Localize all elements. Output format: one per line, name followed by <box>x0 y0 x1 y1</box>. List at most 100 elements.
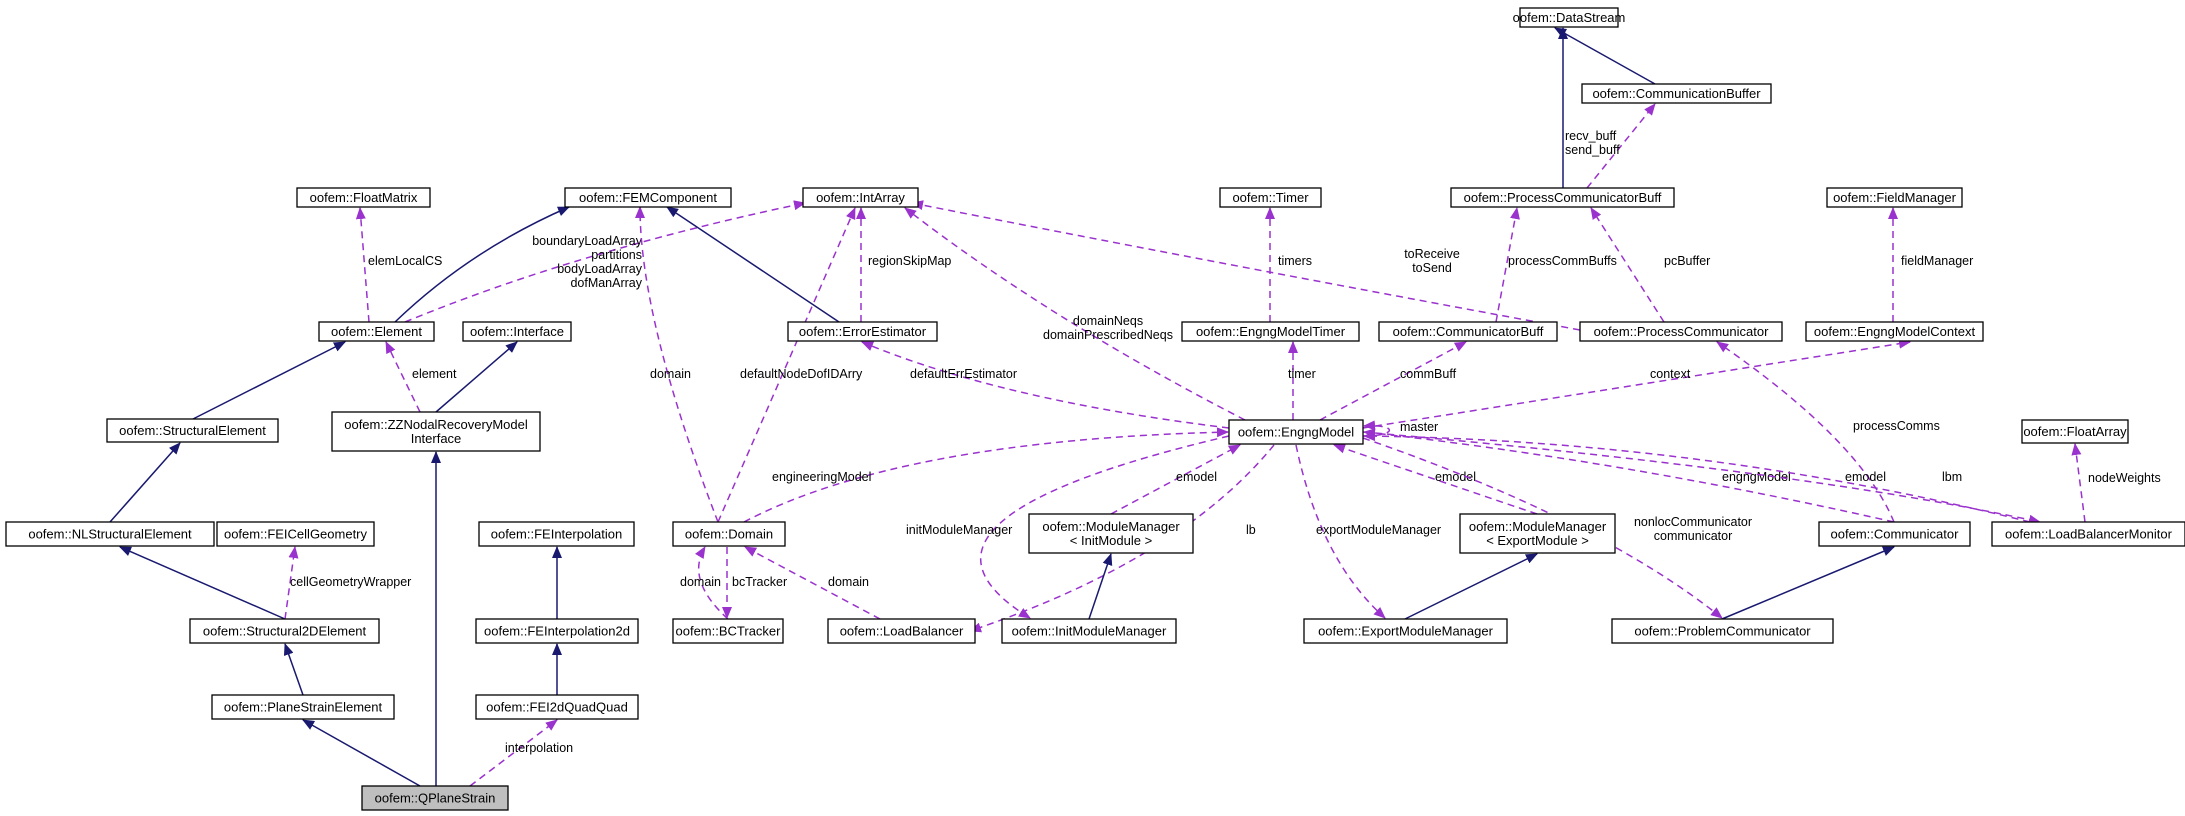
class-node-floatmatrix[interactable]: oofem::FloatMatrix <box>296 187 431 208</box>
class-node-box[interactable] <box>361 785 509 811</box>
edge-label-line: timer <box>1288 367 1316 381</box>
class-node-label: oofem::FEICellGeometry <box>224 527 368 542</box>
class-node-engngmodel[interactable]: oofem::EngngModel <box>1228 419 1364 445</box>
edge-label-line: master <box>1400 420 1438 434</box>
class-node-lbmonitor[interactable]: oofem::LoadBalancerMonitor <box>1991 521 2185 547</box>
class-node-box[interactable] <box>462 321 572 342</box>
class-node-box[interactable] <box>1519 7 1619 28</box>
edge-label-line: recv_buff <box>1565 129 1617 143</box>
class-node-pcbuff[interactable]: oofem::ProcessCommunicatorBuff <box>1450 187 1675 208</box>
class-node-box[interactable] <box>478 521 635 547</box>
class-node-fieldmanager[interactable]: oofem::FieldManager <box>1826 187 1963 208</box>
class-node-box[interactable] <box>1303 618 1508 644</box>
class-node-box[interactable] <box>1459 513 1616 554</box>
class-node-mmexport[interactable]: oofem::ModuleManager< ExportModule > <box>1459 513 1616 554</box>
class-node-label: oofem::ModuleManager <box>1042 519 1180 534</box>
class-node-proccomm[interactable]: oofem::ProcessCommunicator <box>1579 321 1783 342</box>
class-node-exportmm[interactable]: oofem::ExportModuleManager <box>1303 618 1508 644</box>
class-node-box[interactable] <box>1579 321 1783 342</box>
class-node-box[interactable] <box>331 411 541 452</box>
class-node-intarray[interactable]: oofem::IntArray <box>802 187 919 208</box>
usage-edge-qplanestrain-to-fei2dquad <box>469 719 558 787</box>
class-node-element[interactable]: oofem::Element <box>318 321 435 342</box>
edge-label-engngmodel-to-engngmodelcontext: context <box>1650 367 1691 381</box>
inheritance-edge-structuralelement-to-element <box>192 341 346 420</box>
usage-edge-engngmodel-to-engngmodelcontext <box>1362 338 1911 429</box>
class-node-commbuffer[interactable]: oofem::CommunicationBuffer <box>1581 83 1772 104</box>
class-node-structural2d[interactable]: oofem::Structural2DElement <box>189 618 380 644</box>
edge-label-lbmonitor-to-floatarray: nodeWeights <box>2088 471 2161 485</box>
class-node-box[interactable] <box>787 321 938 342</box>
class-node-box[interactable] <box>1991 521 2185 547</box>
class-node-feinterp2d[interactable]: oofem::FEInterpolation2d <box>475 618 639 644</box>
usage-edge-domain-to-intarray <box>717 207 856 523</box>
class-node-box[interactable] <box>827 618 976 644</box>
class-node-errorestimator[interactable]: oofem::ErrorEstimator <box>787 321 938 342</box>
class-node-box[interactable] <box>672 618 784 644</box>
class-node-box[interactable] <box>5 521 215 547</box>
class-node-box[interactable] <box>106 418 279 443</box>
class-node-box[interactable] <box>475 618 639 644</box>
class-node-box[interactable] <box>672 521 786 547</box>
class-node-feinterpolation[interactable]: oofem::FEInterpolation <box>478 521 635 547</box>
class-node-box[interactable] <box>1581 83 1772 104</box>
class-node-structuralelement[interactable]: oofem::StructuralElement <box>106 418 279 443</box>
edge-label-domain-to-bctracker: bcTracker <box>732 575 787 589</box>
class-node-bctracker[interactable]: oofem::BCTracker <box>672 618 784 644</box>
class-node-loadbalancer[interactable]: oofem::LoadBalancer <box>827 618 976 644</box>
edge-label-line: domain <box>680 575 721 589</box>
class-node-box[interactable] <box>475 694 639 720</box>
class-node-label: oofem::ModuleManager <box>1469 519 1607 534</box>
class-node-box[interactable] <box>1028 513 1194 554</box>
class-node-femcomponent[interactable]: oofem::FEMComponent <box>564 187 732 208</box>
class-node-commbuff[interactable]: oofem::CommunicatorBuff <box>1378 321 1558 342</box>
class-node-fei2dquad[interactable]: oofem::FEI2dQuadQuad <box>475 694 639 720</box>
class-node-communicator[interactable]: oofem::Communicator <box>1818 521 1971 547</box>
class-node-box[interactable] <box>564 187 732 208</box>
class-node-box[interactable] <box>318 321 435 342</box>
inheritance-edge-commbuffer-to-datastream <box>1554 27 1656 85</box>
class-node-datastream[interactable]: oofem::DataStream <box>1513 7 1626 28</box>
class-node-box[interactable] <box>1805 321 1984 342</box>
class-node-label: oofem::Element <box>331 324 422 339</box>
class-node-label: oofem::Timer <box>1232 190 1309 205</box>
class-node-interface[interactable]: oofem::Interface <box>462 321 572 342</box>
class-node-feicellgeom[interactable]: oofem::FEICellGeometry <box>216 521 375 547</box>
edge-label-line: regionSkipMap <box>868 254 951 268</box>
class-node-timer[interactable]: oofem::Timer <box>1219 187 1322 208</box>
class-node-label: oofem::EngngModel <box>1238 425 1354 440</box>
class-node-engngmodelcontext[interactable]: oofem::EngngModelContext <box>1805 321 1984 342</box>
class-node-box[interactable] <box>802 187 919 208</box>
class-node-box[interactable] <box>1378 321 1558 342</box>
class-node-box[interactable] <box>189 618 380 644</box>
class-node-initmm[interactable]: oofem::InitModuleManager <box>1001 618 1177 644</box>
edge-label-loadbalancer-to-domain: domain <box>828 575 869 589</box>
inheritance-edge-problemcomm-to-communicator <box>1721 546 1895 620</box>
class-node-box[interactable] <box>1001 618 1177 644</box>
class-node-box[interactable] <box>1818 521 1971 547</box>
class-node-qplanestrain[interactable]: oofem::QPlaneStrain <box>361 785 509 811</box>
class-node-box[interactable] <box>2021 419 2129 444</box>
class-node-box[interactable] <box>216 521 375 547</box>
class-node-problemcomm[interactable]: oofem::ProblemCommunicator <box>1611 618 1834 644</box>
class-node-box[interactable] <box>1611 618 1834 644</box>
class-node-box[interactable] <box>296 187 431 208</box>
class-node-box[interactable] <box>1826 187 1963 208</box>
class-node-planestrain[interactable]: oofem::PlaneStrainElement <box>211 694 395 720</box>
class-node-label: oofem::FEI2dQuadQuad <box>486 700 628 715</box>
class-node-floatarray[interactable]: oofem::FloatArray <box>2021 419 2129 444</box>
class-node-label: oofem::FEInterpolation <box>491 527 623 542</box>
class-node-domain[interactable]: oofem::Domain <box>672 521 786 547</box>
class-node-box[interactable] <box>1450 187 1675 208</box>
class-node-mminit[interactable]: oofem::ModuleManager< InitModule > <box>1028 513 1194 554</box>
class-node-engngmodeltimer[interactable]: oofem::EngngModelTimer <box>1181 321 1360 342</box>
class-node-label: oofem::CommunicatorBuff <box>1393 324 1544 339</box>
class-node-box[interactable] <box>1219 187 1322 208</box>
class-node-box[interactable] <box>1228 419 1364 445</box>
class-node-nlstructural[interactable]: oofem::NLStructuralElement <box>5 521 215 547</box>
inheritance-edge-errorestimator-to-femcomponent <box>666 206 840 323</box>
edge-label-engngmodel-to-lbmonitor: lbm <box>1942 470 1962 484</box>
class-node-box[interactable] <box>211 694 395 720</box>
class-node-box[interactable] <box>1181 321 1360 342</box>
